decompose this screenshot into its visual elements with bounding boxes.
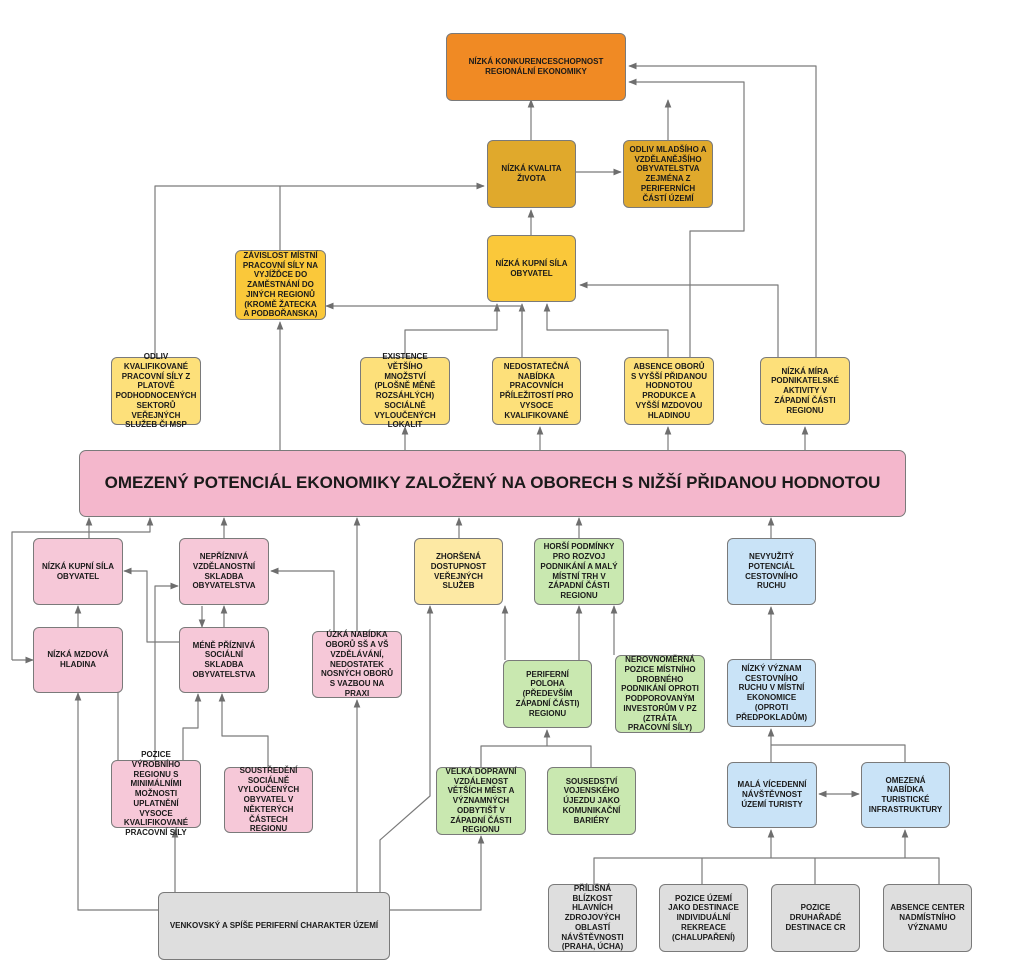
edge-venkov-zhorsena	[379, 605, 434, 892]
edge-pozice-socialni	[182, 693, 202, 760]
edge-left-loop	[11, 517, 154, 660]
node-pozice-vyrobniho-regionu: POZICE VÝROBNÍHO REGIONU S MINIMÁLNÍMI M…	[111, 750, 201, 837]
edge-lokalit-kupni	[404, 303, 501, 357]
node-soustredeni-vyloucenych: SOUSTŘEDĚNÍ SOCIÁLNĚ VYLOUČENÝCH OBYVATE…	[224, 766, 313, 833]
node-nevyuzity-potencial: NEVYUŽITÝ POTENCIÁL CESTOVNÍHO RUCHU	[727, 538, 816, 605]
edge-omezena-nizky	[771, 744, 906, 762]
node-nizky-vyznam-cr: NÍZKÝ VÝZNAM CESTOVNÍHO RUCHU V MÍSTNÍ E…	[727, 659, 816, 727]
edge-venkov-velka	[390, 835, 485, 911]
node-druharadova-destinace: POZICE DRUHAŘADÉ DESTINACE CR	[771, 884, 860, 952]
node-horsi-podminky: HORŠÍ PODMÍNKY PRO ROZVOJ PODNIKÁNÍ A MA…	[534, 538, 624, 605]
edge-socialni-kupni	[123, 567, 180, 643]
edge-absence-top	[628, 78, 745, 357]
node-nizka-kupni-sila-top: NÍZKÁ KUPNÍ SÍLA OBYVATEL	[487, 235, 576, 302]
node-nedostatecna-nabidka: NEDOSTATEČNÁ NABÍDKA PRACOVNÍCH PŘÍLEŽIT…	[492, 357, 581, 425]
node-nizka-konkurenceschopnost: NÍZKÁ KONKURENCESCHOPNOST REGIONÁLNÍ EKO…	[446, 33, 626, 101]
node-nerovnomerna-pozice: NEROVNOMĚRNÁ POZICE MÍSTNÍHO DROBNÉHO PO…	[615, 655, 705, 733]
node-socialni-skladba: MÉNĚ PŘÍZNIVÁ SOCIÁLNÍ SKLADBA OBYVATELS…	[179, 627, 269, 693]
node-vyloucene-lokality: EXISTENCE VĚTŠÍHO MNOŽSTVÍ (PLOŠNĚ MĚNĚ …	[360, 352, 450, 429]
node-podnikatelska-aktivita: NÍZKÁ MÍRA PODNIKATELSKÉ AKTIVITY V ZÁPA…	[760, 357, 850, 425]
node-mala-vicedenni-navstevnost: MALÁ VÍCEDENNÍ NÁVŠTĚVNOST ÚZEMÍ TURISTY	[727, 762, 817, 828]
node-individualni-rekreace: POZICE ÚZEMÍ JAKO DESTINACE INDIVIDUÁLNÍ…	[659, 884, 748, 952]
edge-nabidka-zavislost	[325, 302, 523, 330]
node-sousedstvi-ujezdu: SOUSEDSTVÍ VOJENSKÉHO ÚJEZDU JAKO KOMUNI…	[547, 767, 636, 835]
node-absence-oboru: ABSENCE OBORŮ S VYŠŠÍ PŘIDANOU HODNOTOU …	[624, 357, 714, 425]
edge-podnik-kupni	[579, 281, 779, 357]
node-nizka-kvalita-zivota: NÍZKÁ KVALITA ŽIVOTA	[487, 140, 576, 208]
node-vzdelanostni-skladba: NEPŘÍZNIVÁ VZDĚLANOSTNÍ SKLADBA OBYVATEL…	[179, 538, 269, 605]
node-zavislost-vyjizdka: ZÁVISLOST MÍSTNÍ PRACOVNÍ SÍLY NA VYJÍŽĎ…	[235, 250, 326, 320]
edge-podnik-top	[628, 62, 817, 357]
node-odliv-mladsiho: ODLIV MLADŠÍHO A VZDĚLANĚJŠÍHO OBYVATELS…	[623, 140, 713, 208]
edge-absence-kupni	[543, 303, 669, 357]
edge-uzka-vzdelanost	[270, 567, 335, 631]
node-odliv-kvalifikovane: ODLIV KVALIFIKOVANÉ PRACOVNÍ SÍLY Z PLAT…	[111, 352, 201, 429]
edge-velka-periferni	[480, 745, 592, 767]
node-absence-center: ABSENCE CENTER NADMÍSTNÍHO VÝZNAMU	[883, 884, 972, 952]
edge-odliv-kval-kvalita	[154, 182, 485, 357]
node-venkovsky-charakter: VENKOVSKÝ A SPÍŠE PERIFERNÍ CHARAKTER ÚZ…	[158, 892, 390, 960]
edge-soustredeni-socialni	[218, 693, 269, 767]
node-blizkost-zdrojovych-oblasti: PŘÍLIŠNÁ BLÍZKOST HLAVNÍCH ZDROJOVÝCH OB…	[548, 884, 637, 952]
edge-gray-mala	[593, 857, 940, 884]
node-velka-dopravni-vzdalenost: VELKÁ DOPRAVNÍ VZDÁLENOST VĚTŠÍCH MĚST A…	[436, 767, 526, 835]
node-uzka-nabidka-oboru: ÚZKÁ NABÍDKA OBORŮ SŠ A VŠ VZDĚLÁVÁNÍ, N…	[312, 630, 402, 698]
edge-venkov-mzdova	[74, 692, 158, 911]
node-zhorsena-dostupnost: ZHORŠENÁ DOSTUPNOST VEŘEJNÝCH SLUŽEB	[414, 538, 503, 605]
edge-pozice-vzdelanost	[154, 582, 179, 760]
node-nizka-kupni-sila-pink: NÍZKÁ KUPNÍ SÍLA OBYVATEL	[33, 538, 123, 605]
node-main-problem: OMEZENÝ POTENCIÁL EKONOMIKY ZALOŽENÝ NA …	[79, 450, 906, 517]
node-omezena-nabidka-infrastruktury: OMEZENÁ NABÍDKA TURISTICKÉ INFRASTRUKTUR…	[861, 762, 950, 828]
node-periferni-poloha: PERIFERNÍ POLOHA (PŘEDEVŠÍM ZÁPADNÍ ČÁST…	[503, 660, 592, 728]
node-nizka-mzdova-hladina: NÍZKÁ MZDOVÁ HLADINA	[33, 627, 123, 693]
